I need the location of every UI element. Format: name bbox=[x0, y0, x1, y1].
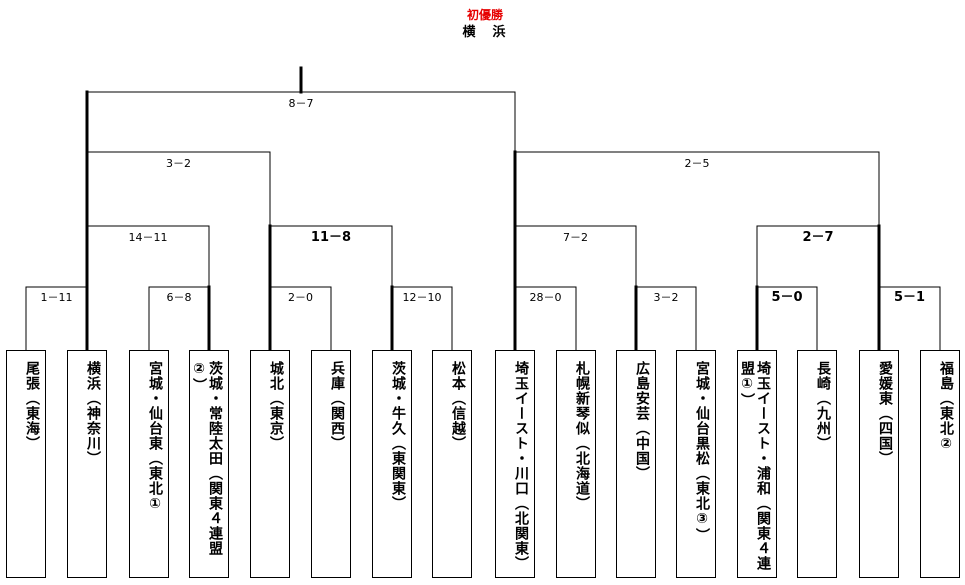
team-name: 長崎（九州） bbox=[815, 361, 831, 451]
team-box: 茨城・牛久（東関東） bbox=[372, 350, 412, 578]
team-box: 横浜（神奈川） bbox=[67, 350, 107, 578]
team-box: 宮城・仙台黒松（東北③） bbox=[676, 350, 716, 578]
team-box: 愛媛東（四国） bbox=[859, 350, 899, 578]
team-name: 札幌新琴似（北海道） bbox=[574, 361, 590, 511]
team-box: 宮城・仙台東（東北① bbox=[129, 350, 169, 578]
team-name: 愛媛東（四国） bbox=[877, 361, 893, 466]
team-name: 横浜（神奈川） bbox=[85, 361, 101, 466]
team-name: 尾張（東海） bbox=[24, 361, 40, 451]
team-box: 城北（東京） bbox=[250, 350, 290, 578]
round1-score: 12－10 bbox=[403, 291, 442, 304]
round1-score: 3－2 bbox=[654, 291, 679, 304]
team-name: 城北（東京） bbox=[268, 361, 284, 451]
round1-score: 28－0 bbox=[530, 291, 562, 304]
team-box: 広島安芸（中国） bbox=[616, 350, 656, 578]
team-name: 埼玉イースト・川口（北関東） bbox=[513, 361, 529, 571]
team-box: 茨城・常陸太田（関東４連盟②） bbox=[189, 350, 229, 578]
team-box: 埼玉イースト・川口（北関東） bbox=[495, 350, 535, 578]
round2-score: 14－11 bbox=[129, 231, 168, 244]
team-box: 長崎（九州） bbox=[797, 350, 837, 578]
team-box: 札幌新琴似（北海道） bbox=[556, 350, 596, 578]
team-box: 松本（信越） bbox=[432, 350, 472, 578]
team-name: 埼玉イースト・浦和（関東４連盟①） bbox=[739, 361, 771, 571]
team-name: 松本（信越） bbox=[450, 361, 466, 451]
semifinal-score: 2－5 bbox=[685, 157, 710, 170]
team-name: 広島安芸（中国） bbox=[634, 361, 650, 481]
round1-score: 1－11 bbox=[41, 291, 73, 304]
team-name: 兵庫（関西） bbox=[329, 361, 345, 451]
team-name: 宮城・仙台東（東北① bbox=[147, 361, 163, 513]
team-name: 宮城・仙台黒松（東北③） bbox=[694, 361, 710, 543]
round1-score: 5－0 bbox=[771, 290, 802, 305]
champion-name: 横 浜 bbox=[462, 25, 508, 40]
team-name: 福島（東北② bbox=[938, 361, 954, 453]
round1-score: 2－0 bbox=[288, 291, 313, 304]
round2-score: 7－2 bbox=[563, 231, 588, 244]
round2-score: 2－7 bbox=[802, 230, 833, 245]
team-box: 兵庫（関西） bbox=[311, 350, 351, 578]
champion-label: 初優勝 bbox=[466, 8, 503, 22]
round1-score: 5－1 bbox=[894, 290, 925, 305]
team-box: 尾張（東海） bbox=[6, 350, 46, 578]
team-name: 茨城・牛久（東関東） bbox=[390, 361, 406, 511]
team-name: 茨城・常陸太田（関東４連盟②） bbox=[191, 361, 223, 556]
round2-score: 11－8 bbox=[311, 230, 351, 245]
round1-score: 6－8 bbox=[167, 291, 192, 304]
final-score: 8－7 bbox=[289, 97, 314, 110]
semifinal-score: 3－2 bbox=[166, 157, 191, 170]
team-box: 福島（東北② bbox=[920, 350, 960, 578]
team-box: 埼玉イースト・浦和（関東４連盟①） bbox=[737, 350, 777, 578]
